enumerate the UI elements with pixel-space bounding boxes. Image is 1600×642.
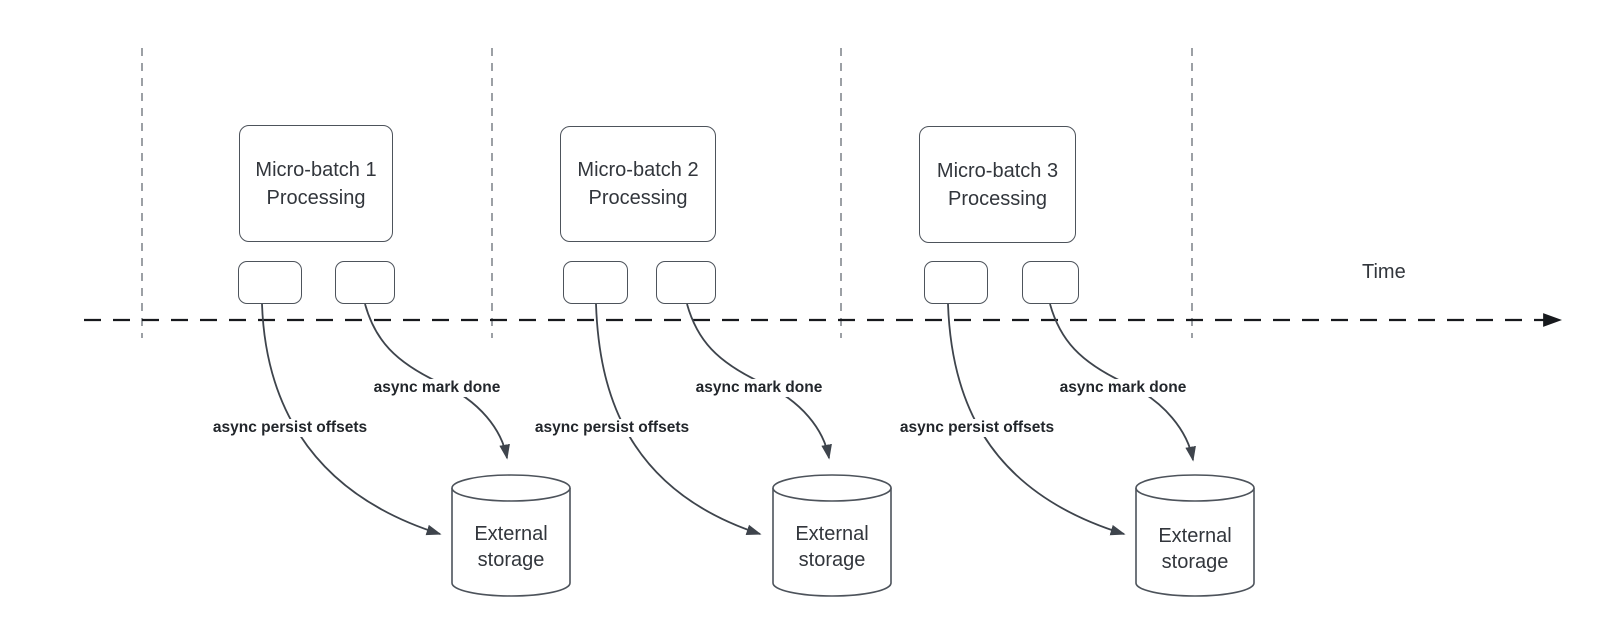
external-storage-cylinder-3 <box>1135 474 1255 597</box>
persist-offsets-label-3: async persist offsets <box>896 419 1058 437</box>
mark-done-label-3: async mark done <box>1056 379 1190 397</box>
micro-batch-3-processing-box: Micro-batch 3 Processing <box>919 126 1076 243</box>
mark-done-label-2: async mark done <box>692 379 826 397</box>
external-storage-cylinder-1 <box>451 474 571 597</box>
persist-offsets-label-2: async persist offsets <box>531 419 693 437</box>
mark-done-chip-3 <box>1022 261 1079 304</box>
external-storage-cylinder-2 <box>772 474 892 597</box>
micro-batch-1-processing-box: Micro-batch 1 Processing <box>239 125 393 242</box>
mark-done-chip-2 <box>656 261 716 304</box>
persist-offsets-label-1: async persist offsets <box>209 419 371 437</box>
mark-done-chip-1 <box>335 261 395 304</box>
offsets-chip-1 <box>238 261 302 304</box>
time-axis-label: Time <box>1362 261 1406 283</box>
micro-batch-2-processing-box: Micro-batch 2 Processing <box>560 126 716 242</box>
external-storage-label-1: External storage <box>474 523 548 571</box>
external-storage-label-2: External storage <box>795 523 869 571</box>
mark-done-label-1: async mark done <box>370 379 504 397</box>
external-storage-label-3: External storage <box>1158 525 1232 573</box>
offsets-chip-2 <box>563 261 628 304</box>
offsets-chip-3 <box>924 261 988 304</box>
batch-boundary-guides <box>141 48 1193 338</box>
